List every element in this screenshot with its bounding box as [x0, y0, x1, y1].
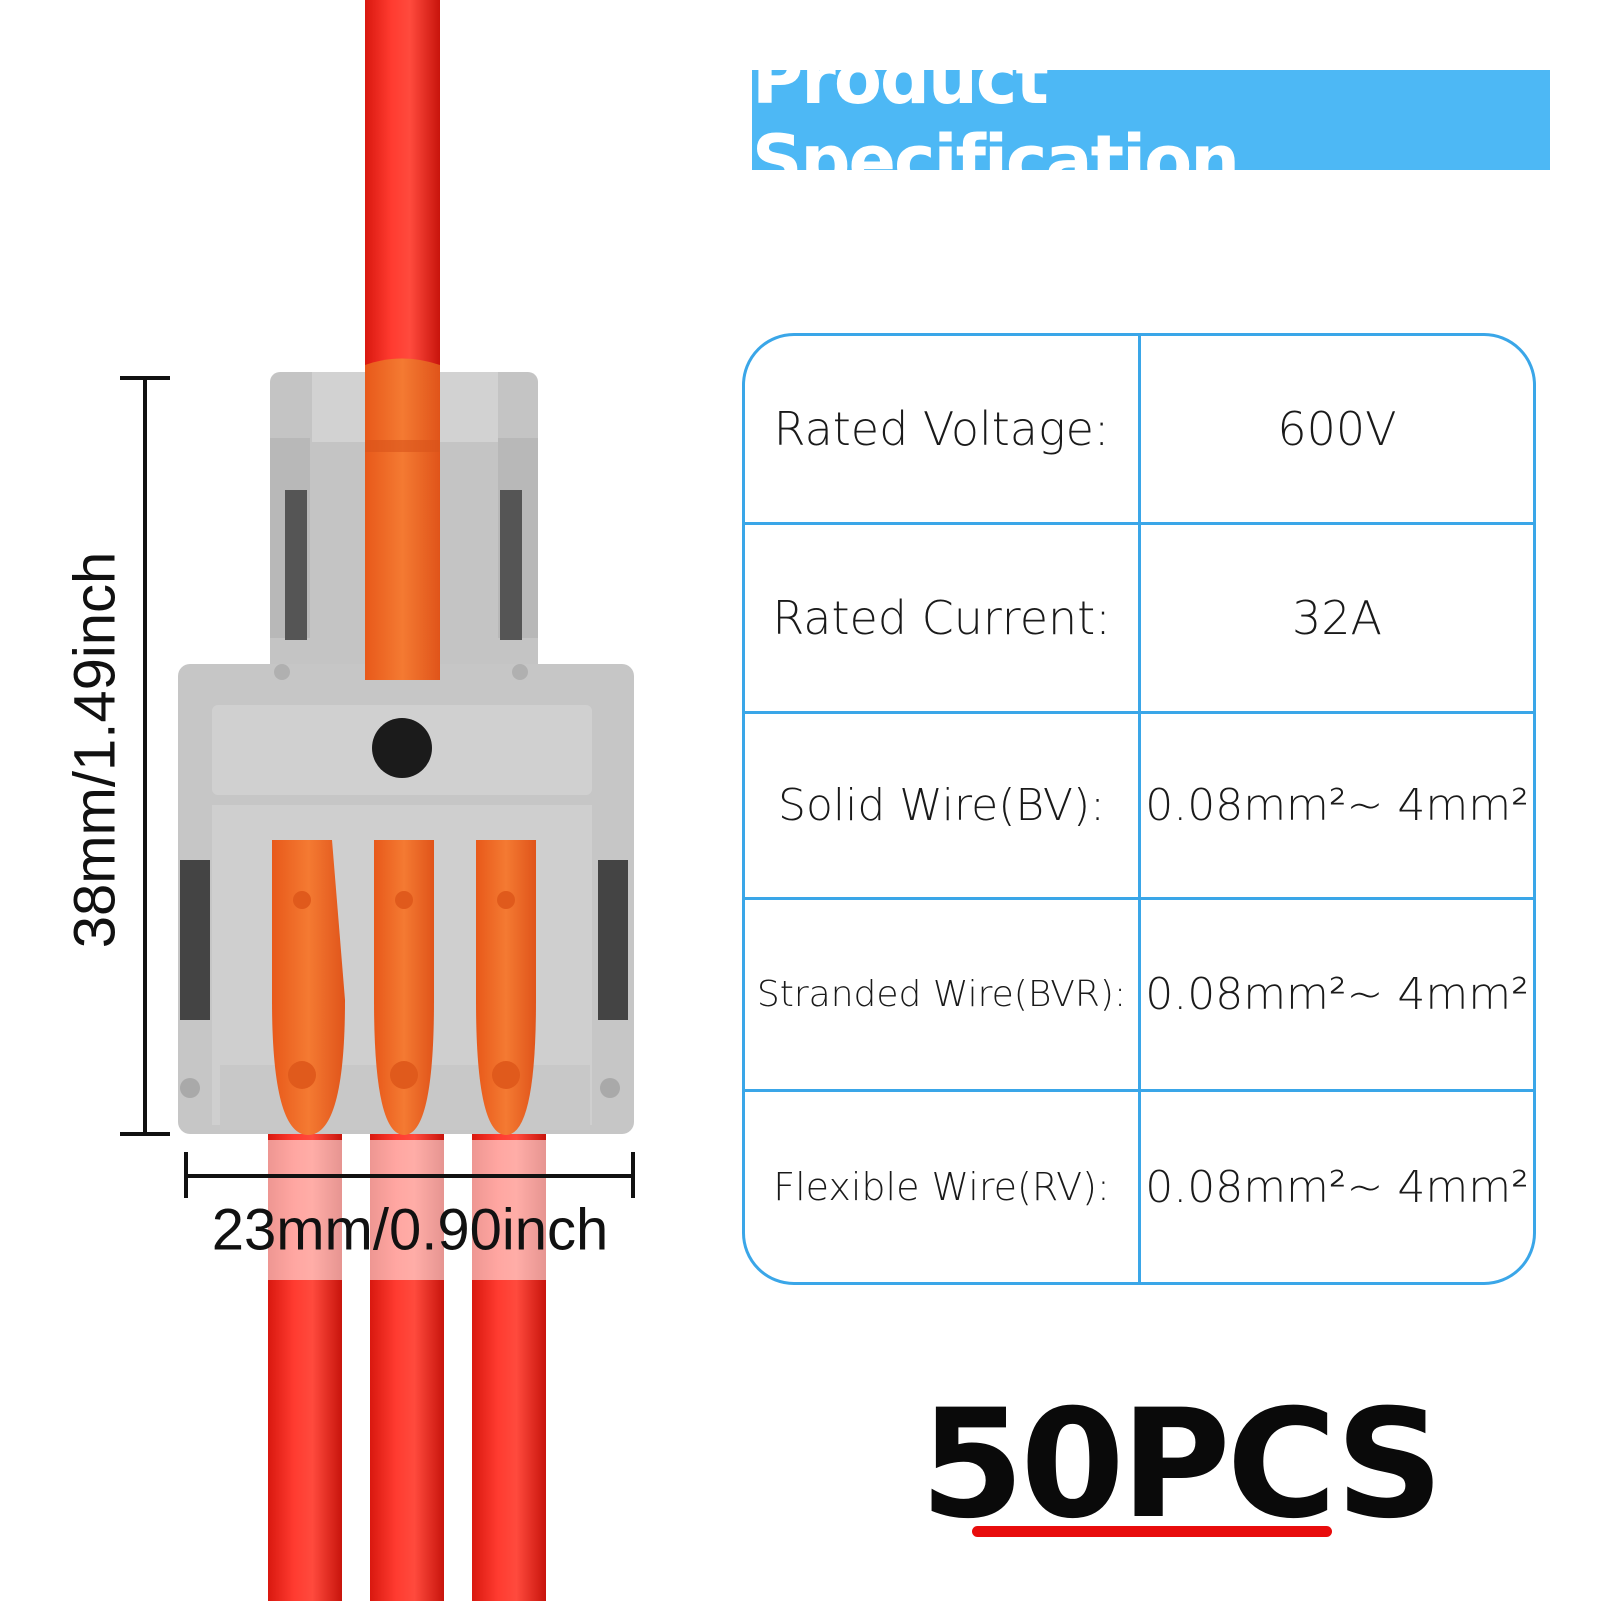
- spec-label: Rated Voltage:: [745, 336, 1141, 522]
- width-dimension-label: 23mm/0.90inch: [211, 1197, 609, 1263]
- quantity-underline: [972, 1526, 1332, 1537]
- input-wire: [365, 0, 440, 380]
- spec-value: 32A: [1291, 591, 1382, 645]
- spec-label: Solid Wire(BV):: [745, 714, 1141, 897]
- spec-title-banner: Product Specification: [752, 38, 1550, 202]
- spec-value: 0.08mm²~ 4mm²: [1145, 1161, 1529, 1213]
- height-dimension-label: 38mm/1.49inch: [62, 551, 128, 949]
- output-wires: [268, 1130, 546, 1601]
- spec-table: Rated Voltage: 600V Rated Current: 32A S…: [742, 333, 1536, 1285]
- spec-row-solid-wire: Solid Wire(BV): 0.08mm²~ 4mm²: [745, 714, 1533, 900]
- spec-value: 0.08mm²~ 4mm²: [1145, 780, 1529, 831]
- spec-row-stranded-wire: Stranded Wire(BVR): 0.08mm²~ 4mm²: [745, 900, 1533, 1092]
- spec-label: Stranded Wire(BVR):: [745, 900, 1141, 1089]
- quantity-label: 50PCS: [920, 1378, 1444, 1552]
- spec-label: Rated Current:: [745, 525, 1141, 711]
- spec-value: 0.08mm²~ 4mm²: [1145, 969, 1529, 1020]
- spec-row-voltage: Rated Voltage: 600V: [745, 336, 1533, 525]
- test-hole: [372, 718, 432, 778]
- spec-row-current: Rated Current: 32A: [745, 525, 1533, 714]
- spec-value: 600V: [1277, 402, 1397, 456]
- spec-label: Flexible Wire(RV):: [745, 1092, 1141, 1282]
- height-dimension-line: [120, 376, 170, 1136]
- spec-row-flexible-wire: Flexible Wire(RV): 0.08mm²~ 4mm²: [745, 1092, 1533, 1282]
- spec-title: Product Specification: [752, 38, 1240, 202]
- width-dimension-line: [184, 1152, 635, 1198]
- orange-levers: [272, 358, 536, 1135]
